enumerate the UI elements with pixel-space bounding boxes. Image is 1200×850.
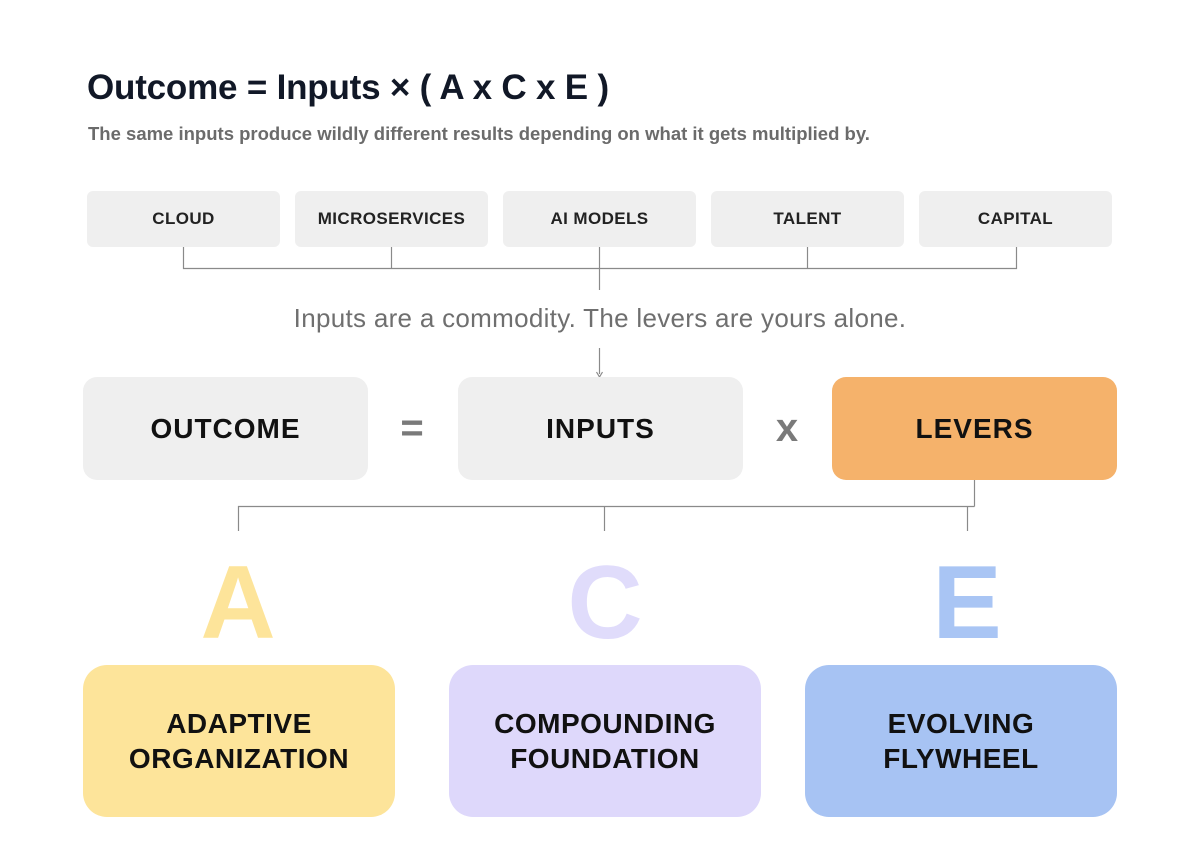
page-title: Outcome = Inputs × ( A x C x E )	[87, 68, 609, 107]
input-box-ai-models: AI MODELS	[503, 191, 696, 247]
lever-label-line1: ADAPTIVE	[166, 708, 312, 739]
input-box-capital: CAPITAL	[919, 191, 1112, 247]
lever-label-line2: FLYWHEEL	[883, 743, 1039, 774]
levers-box: LEVERS	[832, 377, 1117, 480]
input-box-microservices: MICROSERVICES	[295, 191, 488, 247]
letter-a: A	[200, 544, 276, 661]
lever-label-line1: EVOLVING	[887, 708, 1035, 739]
letter-c: C	[567, 544, 643, 661]
outcome-box: OUTCOME	[83, 377, 368, 480]
lever-box-compounding-foundation: COMPOUNDING FOUNDATION	[449, 665, 761, 817]
lever-label-line1: COMPOUNDING	[494, 708, 716, 739]
levers-bracket	[237, 505, 975, 531]
equals-sign: =	[400, 405, 424, 450]
letter-e: E	[932, 544, 1002, 661]
input-box-cloud: CLOUD	[87, 191, 280, 247]
page-subtitle: The same inputs produce wildly different…	[88, 123, 870, 144]
inputs-box: INPUTS	[458, 377, 743, 480]
lever-label-line2: ORGANIZATION	[128, 743, 350, 774]
input-box-talent: TALENT	[711, 191, 904, 247]
tagline: Inputs are a commodity. The levers are y…	[293, 303, 907, 333]
lever-label-line2: FOUNDATION	[510, 743, 700, 774]
lever-box-adaptive-organization: ADAPTIVE ORGANIZATION	[83, 665, 395, 817]
times-sign: x	[775, 405, 799, 450]
lever-box-evolving-flywheel: EVOLVING FLYWHEEL	[805, 665, 1117, 817]
